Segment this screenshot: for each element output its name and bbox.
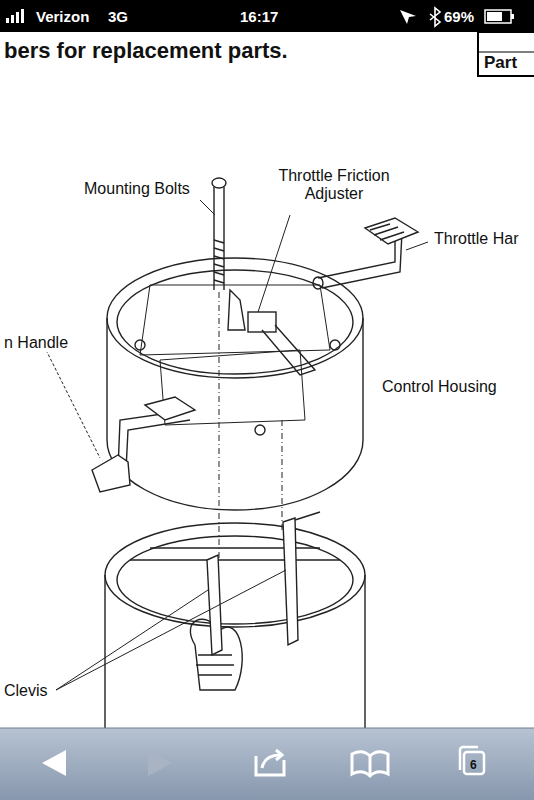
part-name: Throttle Har — [432, 230, 520, 248]
part-name: Mounting Bolts — [82, 180, 192, 198]
back-button — [42, 750, 66, 776]
throttle-handle — [313, 218, 418, 289]
forward-button — [148, 750, 172, 776]
bluetooth-icon — [430, 8, 440, 26]
table-header: Part — [482, 54, 519, 72]
center-line — [219, 292, 220, 560]
carrier-name: Verizon — [34, 8, 91, 26]
battery-icon — [485, 10, 511, 23]
lower-cowling — [105, 523, 365, 730]
control-housing — [107, 258, 363, 510]
clevis-rod — [207, 512, 320, 655]
clock-time: 16:17 — [238, 8, 280, 26]
leader-lines — [46, 200, 428, 690]
network-type: 3G — [106, 8, 130, 26]
shift-handle — [92, 397, 195, 492]
signal-bars — [6, 9, 24, 23]
bookmarks-button — [352, 752, 388, 776]
part-name: n Handle — [2, 334, 70, 352]
mounting-bolt — [212, 178, 226, 290]
status-bar — [0, 0, 534, 32]
share-button — [256, 750, 284, 775]
tabs-button — [460, 747, 484, 774]
battery-level: 69% — [442, 8, 476, 26]
part-name: Clevis — [2, 682, 50, 700]
page-heading: bers for replacement parts. — [2, 38, 290, 64]
browser-toolbar — [0, 728, 534, 800]
tab-count: 6 — [468, 756, 479, 774]
location-icon — [400, 10, 416, 24]
parts-table-edge — [478, 32, 534, 76]
part-name: Control Housing — [380, 378, 499, 396]
part-name: Throttle Friction Adjuster — [262, 167, 406, 203]
